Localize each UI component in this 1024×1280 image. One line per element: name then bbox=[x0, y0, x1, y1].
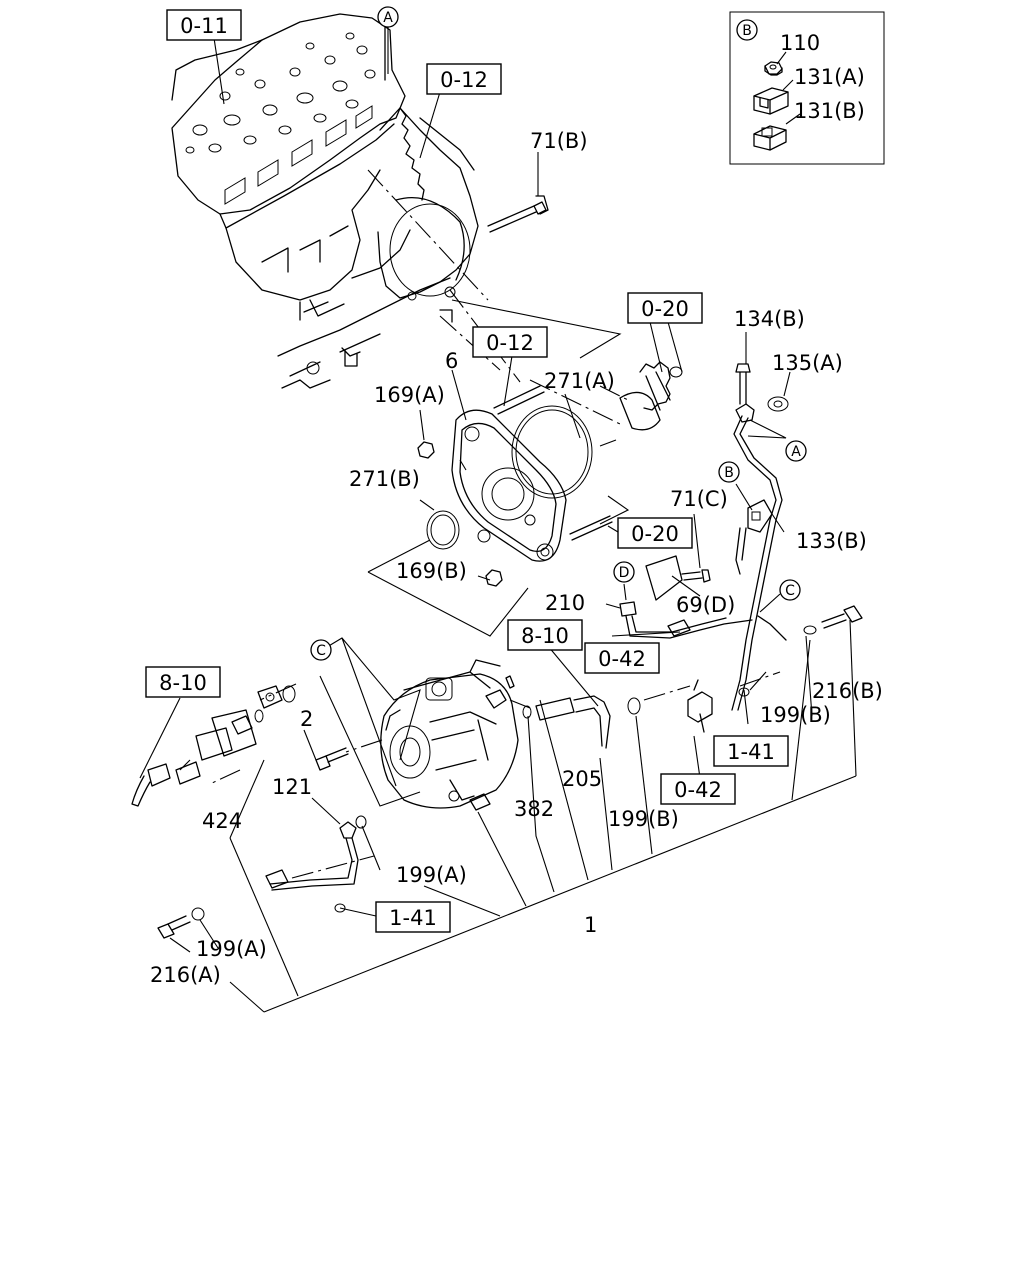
label-199a-left: 199(A) bbox=[196, 937, 267, 961]
callout-a-top: A bbox=[377, 6, 399, 28]
label-71b: 71(B) bbox=[530, 129, 588, 153]
ref-8-10-left[interactable]: 8-10 bbox=[145, 666, 221, 698]
pipe-205 bbox=[522, 695, 611, 749]
label-121: 121 bbox=[272, 775, 312, 799]
fuel-injection-pump bbox=[380, 659, 519, 811]
ref-0-20-top[interactable]: 0-20 bbox=[627, 292, 703, 324]
dashed-alignment-lines bbox=[179, 169, 629, 785]
label-271b: 271(B) bbox=[349, 467, 420, 491]
ref-0-20-mid[interactable]: 0-20 bbox=[617, 517, 693, 549]
o-ring-271b bbox=[426, 510, 460, 550]
svg-text:C: C bbox=[316, 643, 326, 659]
ref-0-42-bot[interactable]: 0-42 bbox=[660, 773, 736, 805]
ref-0-12-top[interactable]: 0-12 bbox=[426, 63, 502, 95]
svg-text:0-11: 0-11 bbox=[180, 14, 228, 38]
label-169a: 169(A) bbox=[374, 383, 445, 407]
label-216a: 216(A) bbox=[150, 963, 221, 987]
valve-424 bbox=[131, 709, 257, 807]
svg-text:1-41: 1-41 bbox=[727, 740, 775, 764]
label-199b-right: 199(B) bbox=[760, 703, 831, 727]
svg-text:A: A bbox=[383, 10, 393, 26]
label-169b: 169(B) bbox=[396, 559, 467, 583]
gaskets-left bbox=[254, 685, 296, 723]
ref-0-12-mid[interactable]: 0-12 bbox=[472, 326, 548, 358]
label-69d: 69(D) bbox=[676, 593, 735, 617]
ref-1-41-bot[interactable]: 1-41 bbox=[375, 901, 451, 933]
callout-b-inset: B bbox=[736, 19, 758, 41]
inset-clip-131a bbox=[753, 87, 789, 115]
svg-text:0-20: 0-20 bbox=[631, 522, 679, 546]
label-210: 210 bbox=[545, 591, 585, 615]
label-1: 1 bbox=[584, 913, 597, 937]
pipe-133b bbox=[731, 403, 783, 711]
ref-1-41-right[interactable]: 1-41 bbox=[713, 735, 789, 767]
label-205: 205 bbox=[562, 767, 602, 791]
callout-c-pump: C bbox=[310, 639, 332, 661]
bracket-69d bbox=[645, 555, 711, 601]
part-labels: 110 131(A) 131(B) 71(B) 134(B) 135(A) 6 … bbox=[150, 31, 883, 987]
label-199a-center: 199(A) bbox=[396, 863, 467, 887]
svg-text:A: A bbox=[791, 444, 801, 460]
svg-text:0-12: 0-12 bbox=[440, 68, 488, 92]
svg-text:0-12: 0-12 bbox=[486, 331, 534, 355]
inset-nut-110 bbox=[764, 61, 783, 76]
label-133b: 133(B) bbox=[796, 529, 867, 553]
bolt-216a bbox=[157, 907, 205, 939]
ref-0-11[interactable]: 0-11 bbox=[166, 9, 242, 41]
svg-text:8-10: 8-10 bbox=[159, 671, 207, 695]
label-131a: 131(A) bbox=[794, 65, 865, 89]
stud-bolts bbox=[493, 385, 613, 541]
svg-text:D: D bbox=[619, 565, 630, 581]
label-2: 2 bbox=[300, 707, 313, 731]
callout-b-pipe: B bbox=[718, 461, 740, 483]
leader-lines bbox=[139, 24, 857, 1013]
drive-gear bbox=[619, 361, 683, 431]
svg-text:B: B bbox=[724, 465, 734, 481]
label-199b-center: 199(B) bbox=[608, 807, 679, 831]
svg-text:0-20: 0-20 bbox=[641, 297, 689, 321]
bolt-2 bbox=[315, 747, 349, 771]
engine-block bbox=[225, 169, 451, 389]
nuts-169 bbox=[417, 441, 503, 587]
inset-clip-131b bbox=[753, 125, 787, 151]
callout-d: D bbox=[613, 561, 635, 583]
ref-8-10-mid[interactable]: 8-10 bbox=[507, 619, 583, 651]
svg-text:0-42: 0-42 bbox=[598, 647, 646, 671]
bracket-71c bbox=[747, 499, 773, 533]
label-424: 424 bbox=[202, 809, 242, 833]
label-6: 6 bbox=[445, 349, 458, 373]
label-131b: 131(B) bbox=[794, 99, 865, 123]
bolt-216b bbox=[803, 605, 863, 635]
svg-text:0-42: 0-42 bbox=[674, 778, 722, 802]
pipe-121 bbox=[265, 815, 375, 913]
label-216b: 216(B) bbox=[812, 679, 883, 703]
bolt-71b bbox=[487, 195, 549, 233]
inset-b-panel bbox=[729, 11, 885, 165]
callout-a-pipe: A bbox=[785, 440, 807, 462]
label-110: 110 bbox=[780, 31, 820, 55]
cylinder-head bbox=[171, 13, 406, 229]
svg-text:8-10: 8-10 bbox=[521, 624, 569, 648]
o-ring-271a bbox=[511, 405, 593, 499]
svg-text:C: C bbox=[785, 583, 795, 599]
svg-text:B: B bbox=[742, 23, 752, 39]
label-135a: 135(A) bbox=[772, 351, 843, 375]
bolt-134b bbox=[735, 363, 751, 405]
label-271a: 271(A) bbox=[544, 369, 615, 393]
timing-case bbox=[377, 107, 479, 323]
washer-135a bbox=[767, 396, 789, 412]
label-382: 382 bbox=[514, 797, 554, 821]
label-71c: 71(C) bbox=[670, 487, 728, 511]
callout-c-pipe: C bbox=[779, 579, 801, 601]
svg-text:1-41: 1-41 bbox=[389, 906, 437, 930]
washer-199b-center bbox=[627, 697, 641, 715]
label-134b: 134(B) bbox=[734, 307, 805, 331]
pump-flange bbox=[451, 409, 567, 562]
ref-0-42-mid[interactable]: 0-42 bbox=[584, 642, 660, 674]
